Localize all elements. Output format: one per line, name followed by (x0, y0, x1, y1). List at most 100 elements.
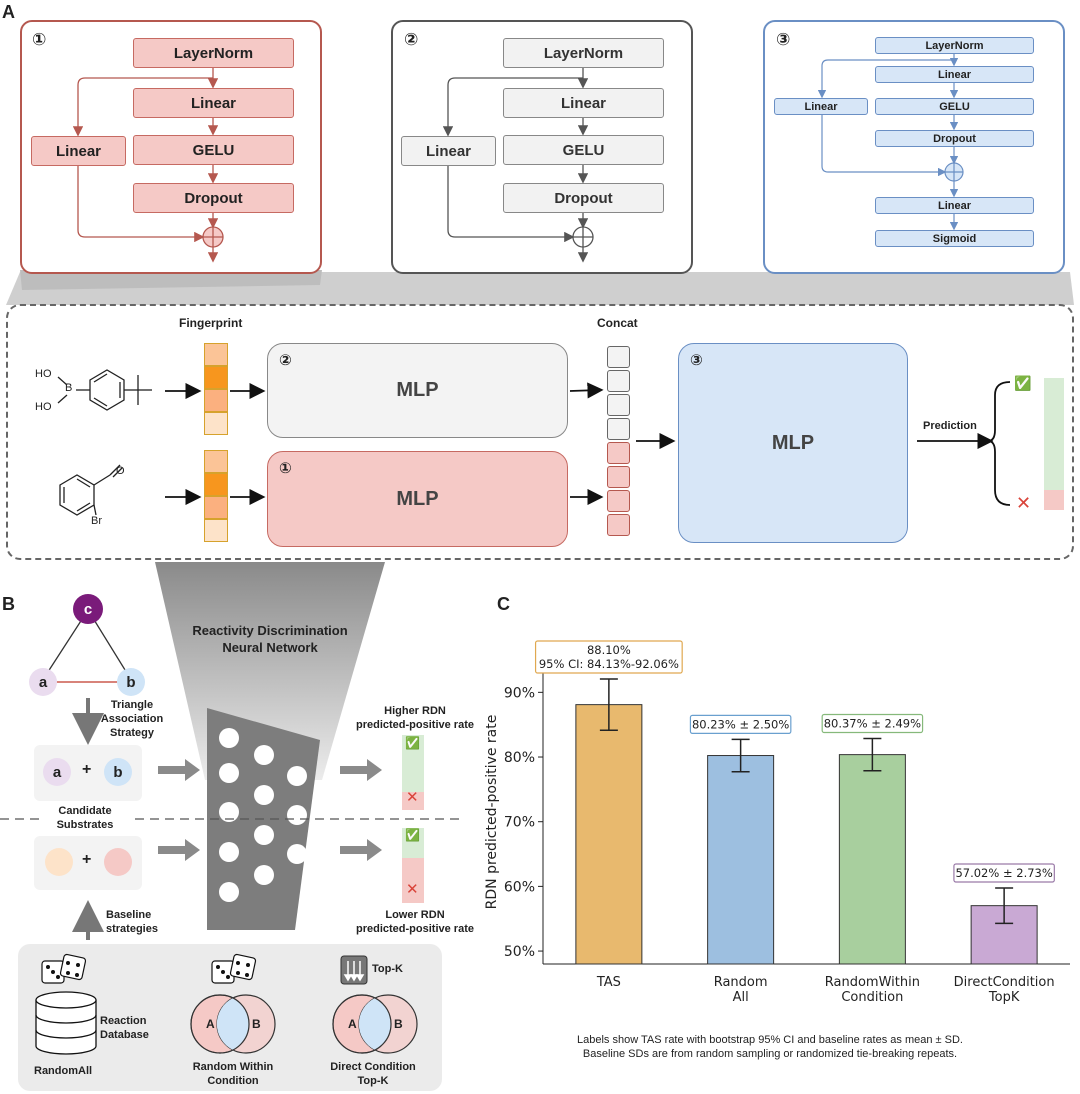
higher-line-2: predicted-positive rate (356, 719, 474, 731)
pipeline-cross-icon: ✕ (1016, 493, 1032, 513)
pair-plus: + (82, 761, 92, 778)
value-label-box (953, 863, 1055, 883)
x-tick-label: TopK (988, 990, 1020, 1005)
mol1-ho-top: HO (35, 368, 52, 380)
venn2-b: B (394, 1017, 403, 1031)
module-2-number: ② (404, 30, 419, 49)
candidate-line-2: Substrates (56, 819, 114, 831)
bar (707, 755, 775, 965)
y-tick-label: 60% (504, 879, 535, 895)
y-axis-label: RDN predicted-positive rate (484, 715, 500, 910)
dice-icon (41, 953, 87, 984)
node-a: a (29, 668, 57, 696)
module-3-number: ③ (776, 30, 791, 49)
higher-bar (402, 735, 424, 810)
mol2-bromine: Br (91, 515, 102, 527)
bar (838, 754, 906, 965)
concat-label: Concat (597, 316, 638, 330)
mlp-3-number: ③ (690, 352, 703, 369)
tas-label-line-2: Association (100, 713, 164, 725)
m3-layernorm-block: LayerNorm (875, 37, 1034, 54)
mlp-2-number: ② (279, 352, 292, 369)
pair-node-a: a (43, 758, 71, 786)
random-within-line-2: Condition (207, 1075, 259, 1087)
bar (575, 704, 643, 965)
rdn-title-line-1: Reactivity Discrimination (192, 623, 348, 638)
topk-icon (340, 955, 368, 985)
panel-letter-c: C (497, 594, 510, 614)
y-tick-label: 50% (504, 944, 535, 960)
venn-direct-topk (332, 994, 418, 1054)
mlp-1-box: MLP (267, 451, 568, 547)
mlp-3-label: MLP (771, 431, 815, 454)
reaction-db-label: Reaction Database (100, 1014, 149, 1042)
node-b: b (117, 668, 145, 696)
lower-cross-icon: ✕ (406, 881, 419, 898)
reaction-db-line-1: Reaction (100, 1015, 147, 1027)
x-tick-label: Random (714, 975, 768, 990)
reaction-db-line-2: Database (100, 1029, 149, 1041)
value-label-box (821, 713, 924, 734)
random-within-label: Random Within Condition (178, 1060, 288, 1088)
network-nodes (219, 728, 307, 902)
tas-label: Triangle Association Strategy (92, 698, 172, 740)
rdn-title-line-2: Neural Network (222, 640, 318, 655)
dice-icon-2 (211, 953, 257, 984)
x-tick-label: DirectCondition (954, 975, 1055, 990)
pipeline-arrows (165, 381, 1011, 506)
lower-check-icon: ✅ (405, 828, 420, 842)
lower-rate-label: Lower RDN predicted-positive rate (340, 908, 490, 936)
panel-letter-b: B (2, 594, 15, 614)
direct-topk-line-1: Direct Condition (330, 1061, 416, 1073)
x-tick-label: RandomWithin (825, 975, 920, 990)
candidate-label: Candidate Substrates (40, 804, 130, 832)
mlp-2-label: MLP (396, 379, 439, 401)
m3-linear-out-block: Linear (875, 197, 1034, 214)
fingerprint-vector-1 (204, 343, 228, 437)
rdn-rate-chart: 50%60%70%80%90%RDN predicted-positive ra… (484, 640, 1070, 1005)
boronic-acid-molecule (57, 369, 152, 411)
value-label: 80.37% ± 2.49% (824, 717, 921, 731)
baseline-label: Baseline strategies (106, 908, 158, 936)
bromobenzaldehyde-molecule (59, 464, 123, 516)
value-label-box (534, 640, 683, 674)
prediction-label: Prediction (923, 420, 977, 432)
value-label: 95% CI: 84.13%-92.06% (539, 657, 679, 671)
fingerprint-vector-2 (204, 450, 228, 544)
m3-connections (817, 54, 964, 231)
m3-linear-block: Linear (875, 66, 1034, 83)
lower-line-2: predicted-positive rate (356, 923, 474, 935)
y-tick-label: 70% (504, 815, 535, 831)
baseline-plus: + (82, 851, 92, 868)
m3-gelu-block: GELU (875, 98, 1034, 115)
direct-topk-line-2: Top-K (357, 1075, 389, 1087)
pipeline-check-icon: ✅ (1014, 375, 1032, 391)
lower-line-1: Lower RDN (385, 909, 445, 921)
rdn-funnel (155, 562, 385, 930)
y-tick-label: 90% (504, 685, 535, 701)
projection-shadow-a (6, 270, 1074, 305)
m3-dropout-block: Dropout (875, 130, 1034, 147)
pair-node-b: b (104, 758, 132, 786)
venn-random-within (190, 994, 276, 1054)
higher-check-icon: ✅ (405, 736, 420, 750)
rdn-title: Reactivity Discrimination Neural Network (180, 622, 360, 656)
concat-vector (607, 346, 631, 540)
mol2-oxygen: O (116, 465, 125, 477)
fingerprint-label: Fingerprint (179, 316, 243, 330)
value-label: 80.23% ± 2.50% (692, 717, 789, 731)
chart-note: Labels show TAS rate with bootstrap 95% … (520, 1033, 1020, 1061)
chart-note-line-2: Baseline SDs are from random sampling or… (582, 1048, 958, 1060)
higher-cross-icon: ✕ (406, 789, 419, 806)
mlp-3-box: MLP (678, 343, 908, 543)
mlp-1-label: MLP (396, 487, 439, 510)
x-tick-label: All (733, 990, 749, 1005)
m1-side-linear-block: Linear (31, 136, 126, 166)
m1-dropout-block: Dropout (133, 183, 294, 213)
prediction-bar (1044, 378, 1064, 510)
venn1-b: B (252, 1017, 261, 1031)
venn1-a: A (206, 1017, 215, 1031)
chart-note-line-1: Labels show TAS rate with bootstrap 95% … (577, 1034, 963, 1046)
random-within-line-1: Random Within (192, 1061, 274, 1073)
mlp-2-box: MLP (267, 343, 568, 438)
